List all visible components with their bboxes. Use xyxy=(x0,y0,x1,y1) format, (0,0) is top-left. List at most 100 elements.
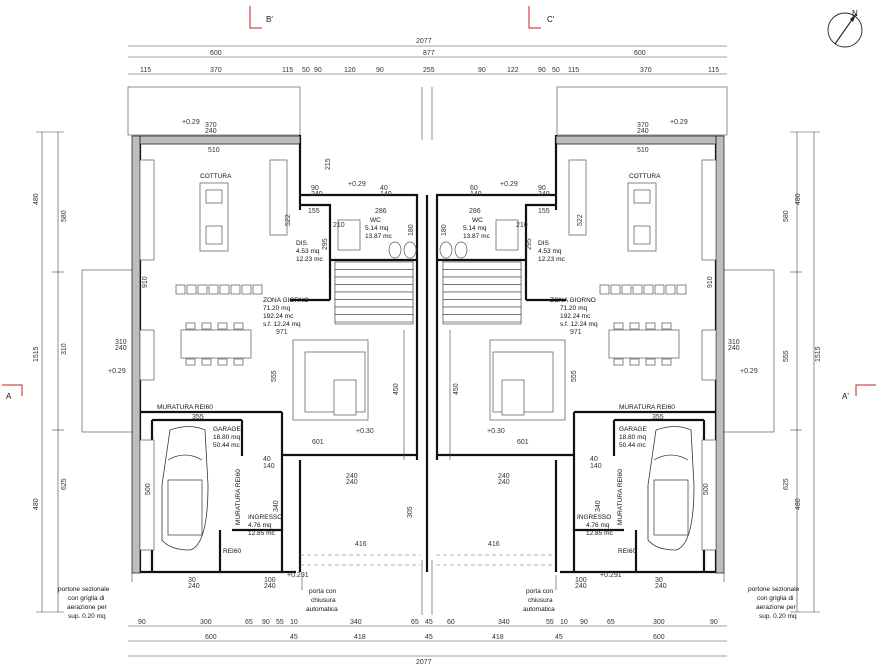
left-room-labels: WC 5.14 mq 13.87 mc DIS. 4.53 mq 12.23 m… xyxy=(157,217,392,555)
dim-left-1515: 1515 xyxy=(33,346,40,362)
right-room-labels: WC 5.14 mq 13.87 mc DIS 4.53 mq 12.23 mc… xyxy=(463,217,675,555)
portone-callout-l: portone sezionale con griglia di aerazio… xyxy=(58,572,133,620)
section-label-a: A xyxy=(6,392,12,401)
dim-305: 305 xyxy=(407,506,414,518)
stair-tread xyxy=(442,291,522,300)
stair-tread xyxy=(334,306,414,315)
dim-510-l: 510 xyxy=(208,147,220,154)
stair-tread xyxy=(334,269,414,278)
section-mark-c: C' xyxy=(528,6,555,29)
bar-stool-icon xyxy=(219,284,230,295)
room-zona-l-sf: s.f. 12.24 mq xyxy=(263,321,301,328)
chair-icon xyxy=(217,358,228,366)
dim-416-l: 416 xyxy=(355,541,367,548)
room-zona-r-volume: 192.24 mc xyxy=(560,313,591,320)
dim-bot-seg-15: 300 xyxy=(653,619,665,626)
section-label-b: B' xyxy=(266,15,273,24)
dim-top-seg-12: 115 xyxy=(568,67,579,74)
chair-icon xyxy=(661,358,672,366)
room-wc-r-volume: 13.87 mc xyxy=(463,233,490,240)
room-wc-l-area: 5.14 mq xyxy=(365,225,389,232)
stair-tread xyxy=(442,299,522,308)
dim-155-l: 155 xyxy=(308,208,320,215)
vent-l-top: +0.29 xyxy=(182,119,200,126)
dim-500-r: 500 xyxy=(703,483,710,495)
dim-right-480-bot: 480 xyxy=(795,498,802,510)
dim-180-l: 180 xyxy=(408,224,415,236)
room-dis-l: DIS. xyxy=(296,240,309,247)
dim-top-seg-11: 50 xyxy=(552,67,560,74)
stair-tread xyxy=(442,284,522,293)
dim-bot-seg-1: 300 xyxy=(200,619,212,626)
room-zona-r-area: 71.20 mq xyxy=(560,305,587,312)
car-icon xyxy=(161,426,209,551)
dim-top-600-l: 600 xyxy=(210,50,222,57)
stair-tread xyxy=(334,299,414,308)
room-dis-r-volume: 12.23 mc xyxy=(538,256,565,263)
stair-tread xyxy=(442,314,522,323)
dim-top-600-r: 600 xyxy=(634,50,646,57)
party-wall xyxy=(403,195,451,572)
dim-right-555: 555 xyxy=(783,350,790,362)
bar-stool-icon xyxy=(230,284,241,295)
portone-r-3: sup. 0.20 mq xyxy=(759,613,797,620)
dim-bot-seg-7: 65 xyxy=(411,619,419,626)
room-label-cottura: COTTURA xyxy=(200,173,232,180)
dim-210-l: 210 xyxy=(333,222,345,229)
dim-155-r: 155 xyxy=(538,208,550,215)
dim-top-seg-13: 370 xyxy=(640,67,652,74)
bar-stool-icon xyxy=(599,284,610,295)
dim-555-r: 555 xyxy=(571,370,578,382)
dim-286-r: 286 xyxy=(469,208,481,215)
dim-top-seg-0: 115 xyxy=(140,67,151,74)
room-zona-r-sf: s.f. 12.24 mq xyxy=(560,321,598,328)
chair-icon xyxy=(645,322,656,330)
dim-top-877: 877 xyxy=(423,50,435,57)
dim-left-480-bot: 480 xyxy=(33,498,40,510)
dim-right-480-top: 480 xyxy=(795,193,802,205)
dim-left-580: 580 xyxy=(61,210,68,222)
vent-r-living: +0.30 xyxy=(487,428,505,435)
dim-bot-seg-12: 10 xyxy=(560,619,568,626)
stair-tread xyxy=(442,261,522,270)
room-garage-r: GARAGE xyxy=(619,426,647,433)
portone-r-1: con griglia di xyxy=(757,595,794,602)
portone-callout-r: portone sezionale con griglia di aerazio… xyxy=(723,572,800,620)
dim-910-r: 910 xyxy=(707,276,714,288)
room-ingresso-l-volume: 12.85 mc xyxy=(248,530,275,537)
room-dis-r-area: 4.53 mq xyxy=(538,248,562,255)
room-zona-r: ZONA GIORNO xyxy=(550,297,596,304)
chair-icon xyxy=(613,358,624,366)
dim-500-l: 500 xyxy=(145,483,152,495)
muratura-label-r: MURATURA REI60 xyxy=(619,404,675,411)
bar-stool-icon xyxy=(654,284,665,295)
dim-bot-418-r: 418 xyxy=(492,634,504,641)
porta-callout-r: porta con chiusura automatica xyxy=(523,575,557,613)
dim-bot-seg-4: 55 xyxy=(276,619,284,626)
room-garage-l-area: 18.80 mq xyxy=(213,434,240,441)
porta-r-1: chiusura xyxy=(528,597,553,604)
dim-140-l: 140 xyxy=(263,463,275,470)
bar-stool-icon xyxy=(610,284,621,295)
vent-r-side: +0.29 xyxy=(740,368,758,375)
right-dimensions: 580 555 625 480 1515 480 xyxy=(783,131,822,613)
dim-bot-45-a: 45 xyxy=(290,634,298,641)
north-arrow-icon: N xyxy=(827,9,863,48)
dim-bot-seg-9: 60 xyxy=(447,619,455,626)
porta-callout-l: porta con chiusura automatica xyxy=(301,575,338,613)
chair-icon xyxy=(217,322,228,330)
bar-stool-icon xyxy=(621,284,632,295)
dim-555-l: 555 xyxy=(271,370,278,382)
dim-right-625: 625 xyxy=(783,478,790,490)
dim-bot-total: 2077 xyxy=(416,659,432,666)
bar-stool-icon xyxy=(632,284,643,295)
dim-right-580: 580 xyxy=(783,210,790,222)
bar-stool-icon xyxy=(208,284,219,295)
dim-971-l: 971 xyxy=(276,329,288,336)
